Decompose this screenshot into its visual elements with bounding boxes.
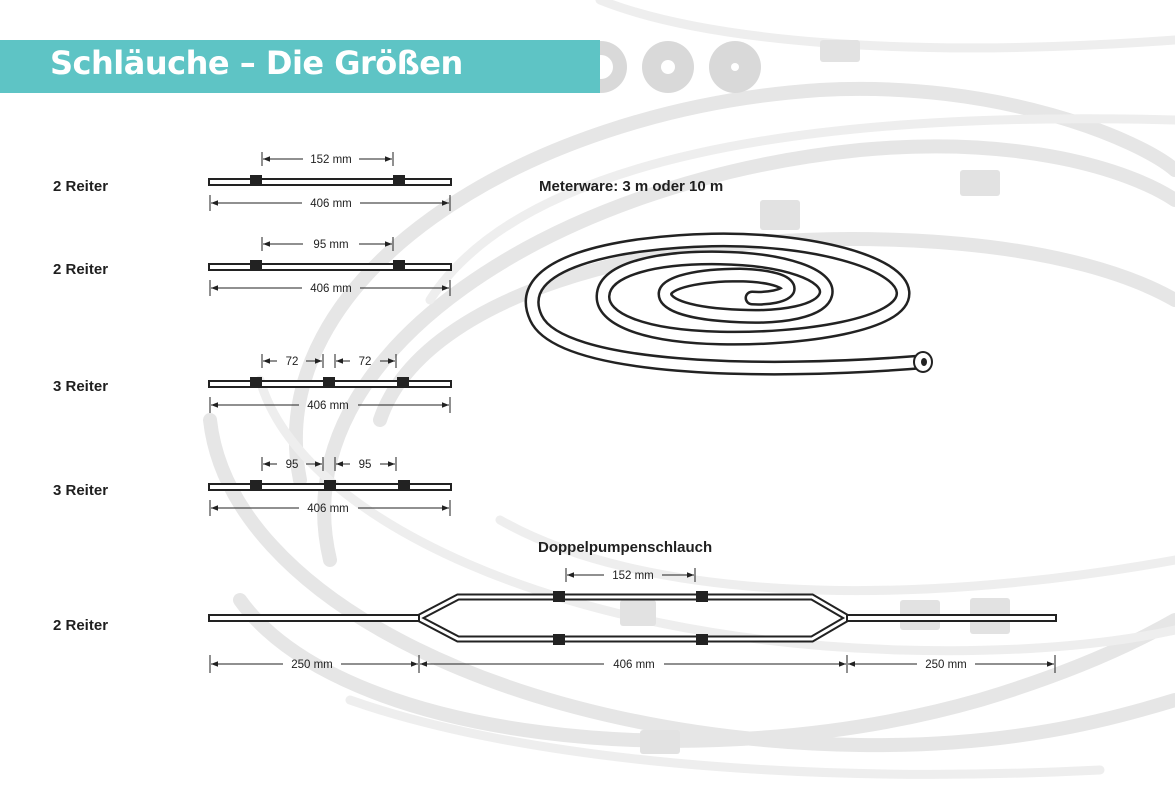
spacing-label: 95 mm (313, 239, 348, 251)
reiter-clip (250, 377, 262, 388)
tube-2-reiter-152: 152 mm 406 mm (208, 152, 452, 211)
reiter-clip (553, 634, 565, 645)
double-pump-tube: 152 mm 250 mm 406 mm 250 mm (208, 568, 1057, 673)
tube-label: 2 Reiter (53, 261, 109, 278)
reiter-clip (250, 480, 262, 491)
coiled-tube (524, 232, 933, 376)
total-length-label: 406 mm (310, 198, 352, 210)
reiter-clip (324, 480, 336, 491)
reiter-clip (696, 634, 708, 645)
spacing-label: 72 (286, 356, 299, 368)
reiter-clip (250, 260, 262, 271)
segment-length-label: 250 mm (291, 659, 333, 671)
double-pump-caption: Doppelpumpenschlauch (538, 539, 713, 556)
reiter-clip (393, 175, 405, 186)
spacing-label: 152 mm (612, 570, 654, 582)
tube-label: 2 Reiter (53, 178, 109, 195)
header-band (0, 40, 600, 93)
spacing-label: 152 mm (310, 154, 352, 166)
reiter-clip (393, 260, 405, 271)
reiter-clip (398, 480, 410, 491)
segment-length-label: 406 mm (613, 659, 655, 671)
spacing-label: 95 (286, 459, 299, 471)
page-title: Schläuche – Die Größen (50, 44, 463, 82)
total-length-label: 406 mm (307, 400, 349, 412)
double-pump-label: 2 Reiter (53, 617, 109, 634)
reiter-clip (553, 591, 565, 602)
tube-3-reiter-95: 95 95 406 mm (208, 457, 452, 516)
reiter-clip (323, 377, 335, 388)
reiter-clip (250, 175, 262, 186)
total-length-label: 406 mm (310, 283, 352, 295)
tube-3-reiter-72: 72 72 406 mm (208, 354, 452, 413)
spacing-label: 95 (359, 459, 372, 471)
meterware-caption: Meterware: 3 m oder 10 m (539, 178, 724, 195)
tube-label: 3 Reiter (53, 482, 109, 499)
tube-label: 3 Reiter (53, 378, 109, 395)
spacing-label: 72 (359, 356, 372, 368)
reiter-clip (397, 377, 409, 388)
segment-length-label: 250 mm (925, 659, 967, 671)
tube-2-reiter-95: 95 mm 406 mm (208, 237, 452, 296)
total-length-label: 406 mm (307, 503, 349, 515)
reiter-clip (696, 591, 708, 602)
